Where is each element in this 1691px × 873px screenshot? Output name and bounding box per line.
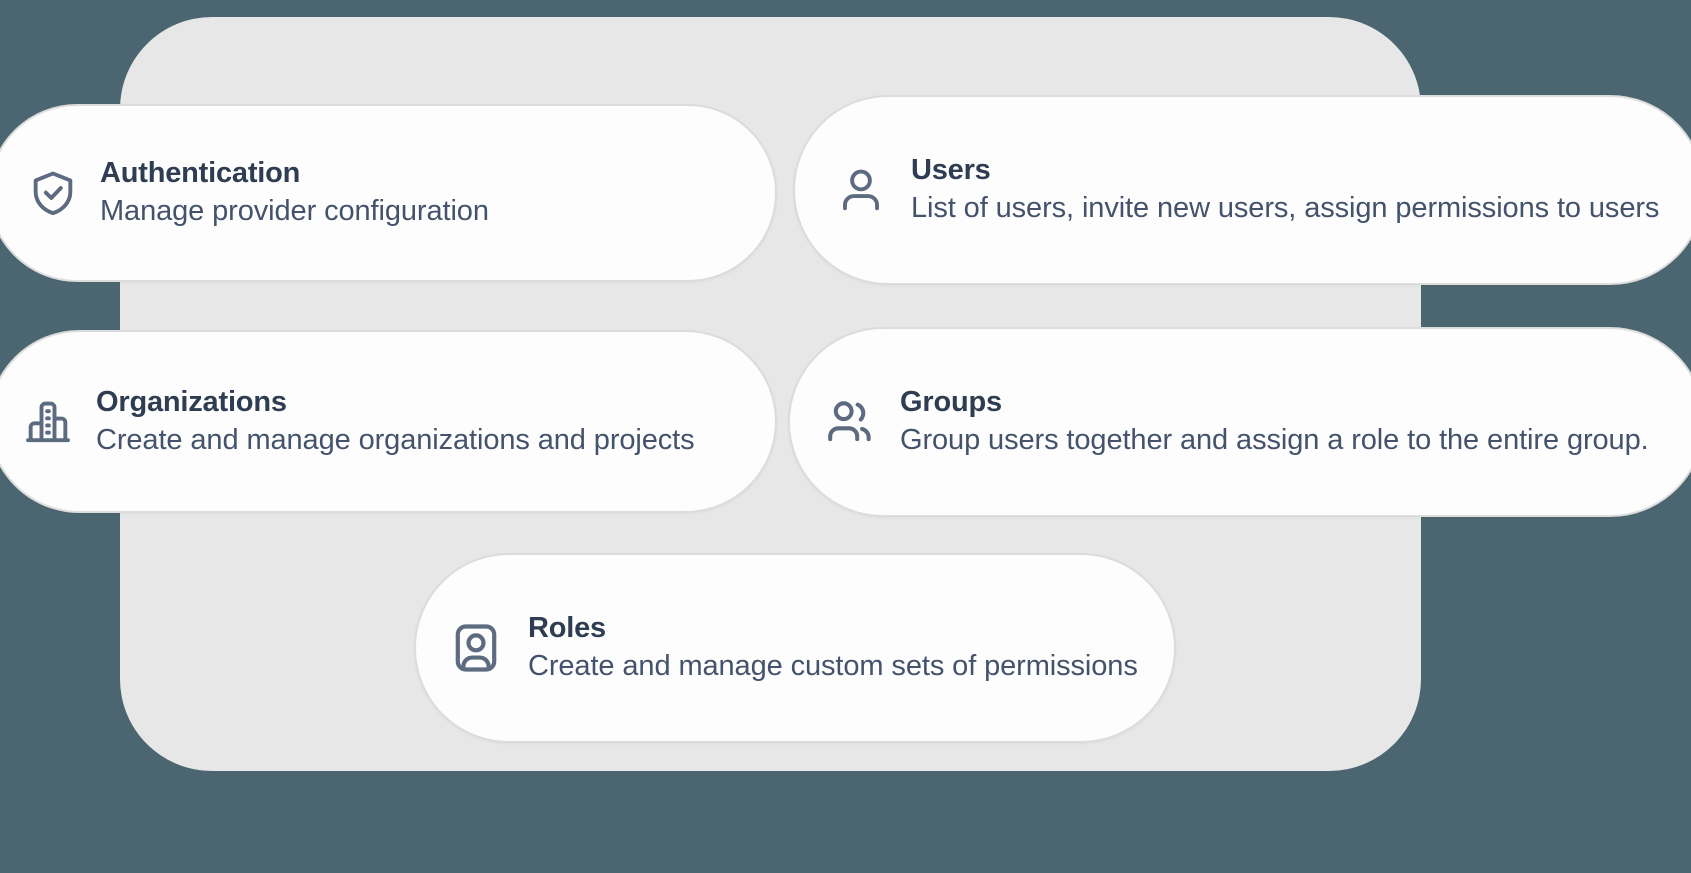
card-description: Group users together and assign a role t… (900, 424, 1649, 457)
shield-check-icon (16, 167, 90, 219)
card-title: Groups (900, 386, 1002, 419)
card-title: Users (911, 154, 991, 187)
card-title: Organizations (96, 385, 287, 418)
card-groups[interactable]: Groups Group users together and assign a… (788, 327, 1691, 517)
card-description: List of users, invite new users, assign … (911, 192, 1660, 225)
users-group-icon (812, 395, 888, 449)
card-users[interactable]: Users List of users, invite new users, a… (793, 95, 1691, 285)
card-description: Create and manage custom sets of permiss… (528, 650, 1138, 683)
card-title: Authentication (100, 157, 301, 190)
user-icon (823, 164, 899, 216)
card-description: Create and manage organizations and proj… (96, 423, 695, 456)
card-roles[interactable]: Roles Create and manage custom sets of p… (414, 553, 1176, 743)
card-organizations[interactable]: Organizations Create and manage organiza… (0, 330, 777, 513)
card-title: Roles (528, 612, 606, 645)
card-authentication[interactable]: Authentication Manage provider configura… (0, 104, 777, 282)
card-description: Manage provider configuration (100, 195, 489, 228)
contact-badge-icon (436, 620, 516, 676)
building-icon (12, 396, 84, 448)
